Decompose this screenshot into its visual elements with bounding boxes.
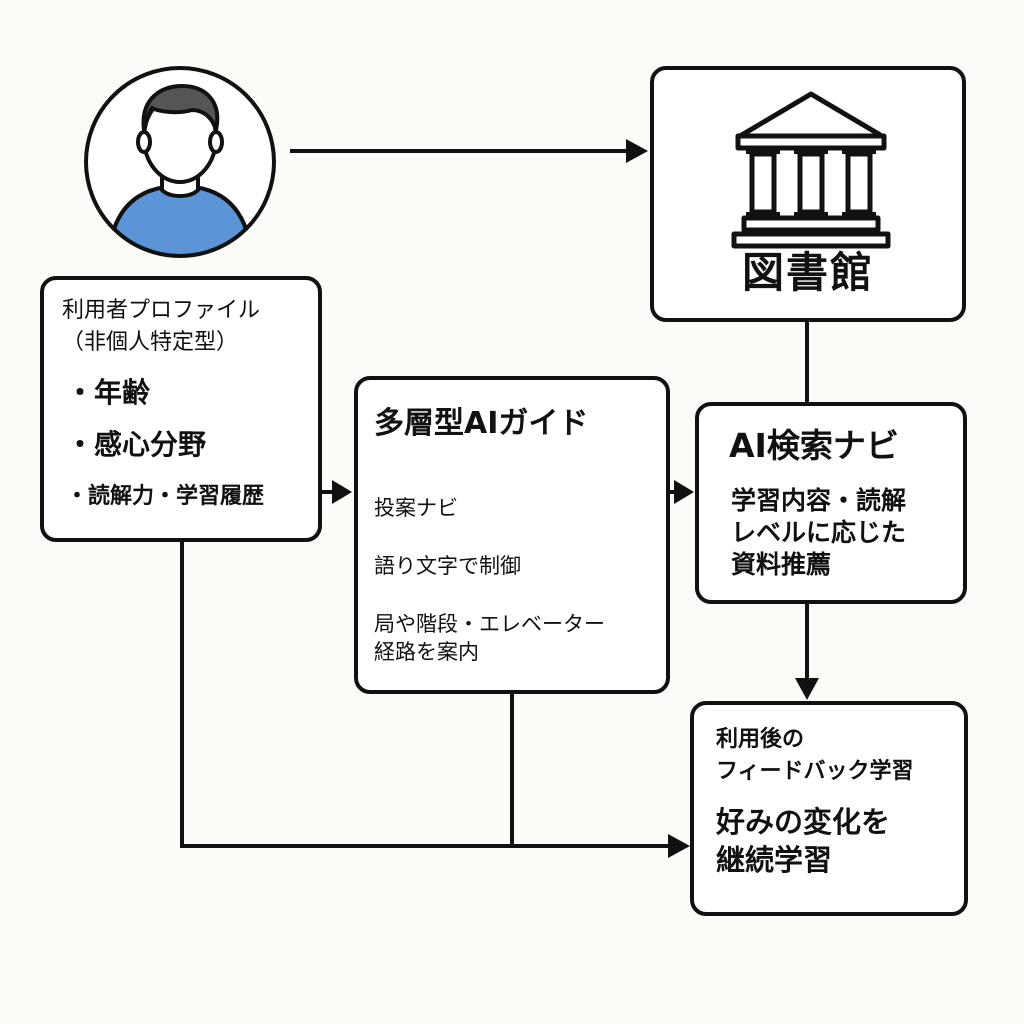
feedback-title: フィードバック学習: [716, 759, 914, 784]
guide-item: 語り文字で制御: [374, 554, 521, 578]
profile-item-interest: ・感心分野: [66, 428, 207, 461]
ai-search-description: 学習内容・読解: [731, 486, 907, 515]
user-ear-right: [208, 130, 224, 154]
user-profile-node: 利用者プロファイル （非個人特定型） ・年齢 ・感心分野 ・読解力・学習履歴: [40, 276, 322, 542]
arrowhead-ai: [674, 480, 694, 504]
profile-title: 利用者プロファイル: [62, 298, 261, 323]
ai-search-description: 資料推薦: [731, 550, 832, 579]
guide-item: 局や階段・エレベーター: [374, 612, 605, 636]
feedback-title: 利用後の: [716, 727, 805, 752]
user-ear-left: [136, 130, 152, 154]
library-label: 図書館: [741, 248, 874, 297]
ai-search-node: AI検索ナビ 学習内容・読解 レベルに応じた 資料推薦: [695, 402, 967, 604]
user-avatar-icon: [84, 66, 276, 258]
guide-item: 経路を案内: [374, 640, 479, 664]
arrowhead-guide: [332, 480, 352, 504]
feedback-learning-node: 利用後の フィードバック学習 好みの変化を 継続学習: [690, 701, 968, 916]
profile-item-age: ・年齢: [66, 376, 151, 409]
arrowhead-feedback-top: [795, 678, 819, 700]
feedback-description: 継続学習: [716, 843, 833, 877]
user-hair: [141, 83, 220, 131]
library-building-icon: [731, 91, 891, 249]
profile-subtitle: （非個人特定型）: [62, 330, 239, 355]
ai-search-title: AI検索ナビ: [729, 426, 899, 465]
profile-item-reading-history: ・読解力・学習履歴: [66, 484, 265, 509]
arrowhead-feedback-left: [668, 834, 690, 858]
guide-title: 多層型AIガイド: [374, 406, 589, 441]
arrowhead-library: [626, 139, 648, 163]
ai-search-description: レベルに応じた: [731, 518, 907, 547]
connector-profile-to-feedback: [180, 542, 670, 848]
feedback-description: 好みの変化を: [716, 805, 891, 839]
ai-guide-node: 多層型AIガイド 投案ナビ 語り文字で制御 局や階段・エレベーター 経路を案内: [354, 376, 670, 694]
library-node: 図書館: [650, 66, 966, 322]
guide-item: 投案ナビ: [374, 496, 458, 520]
